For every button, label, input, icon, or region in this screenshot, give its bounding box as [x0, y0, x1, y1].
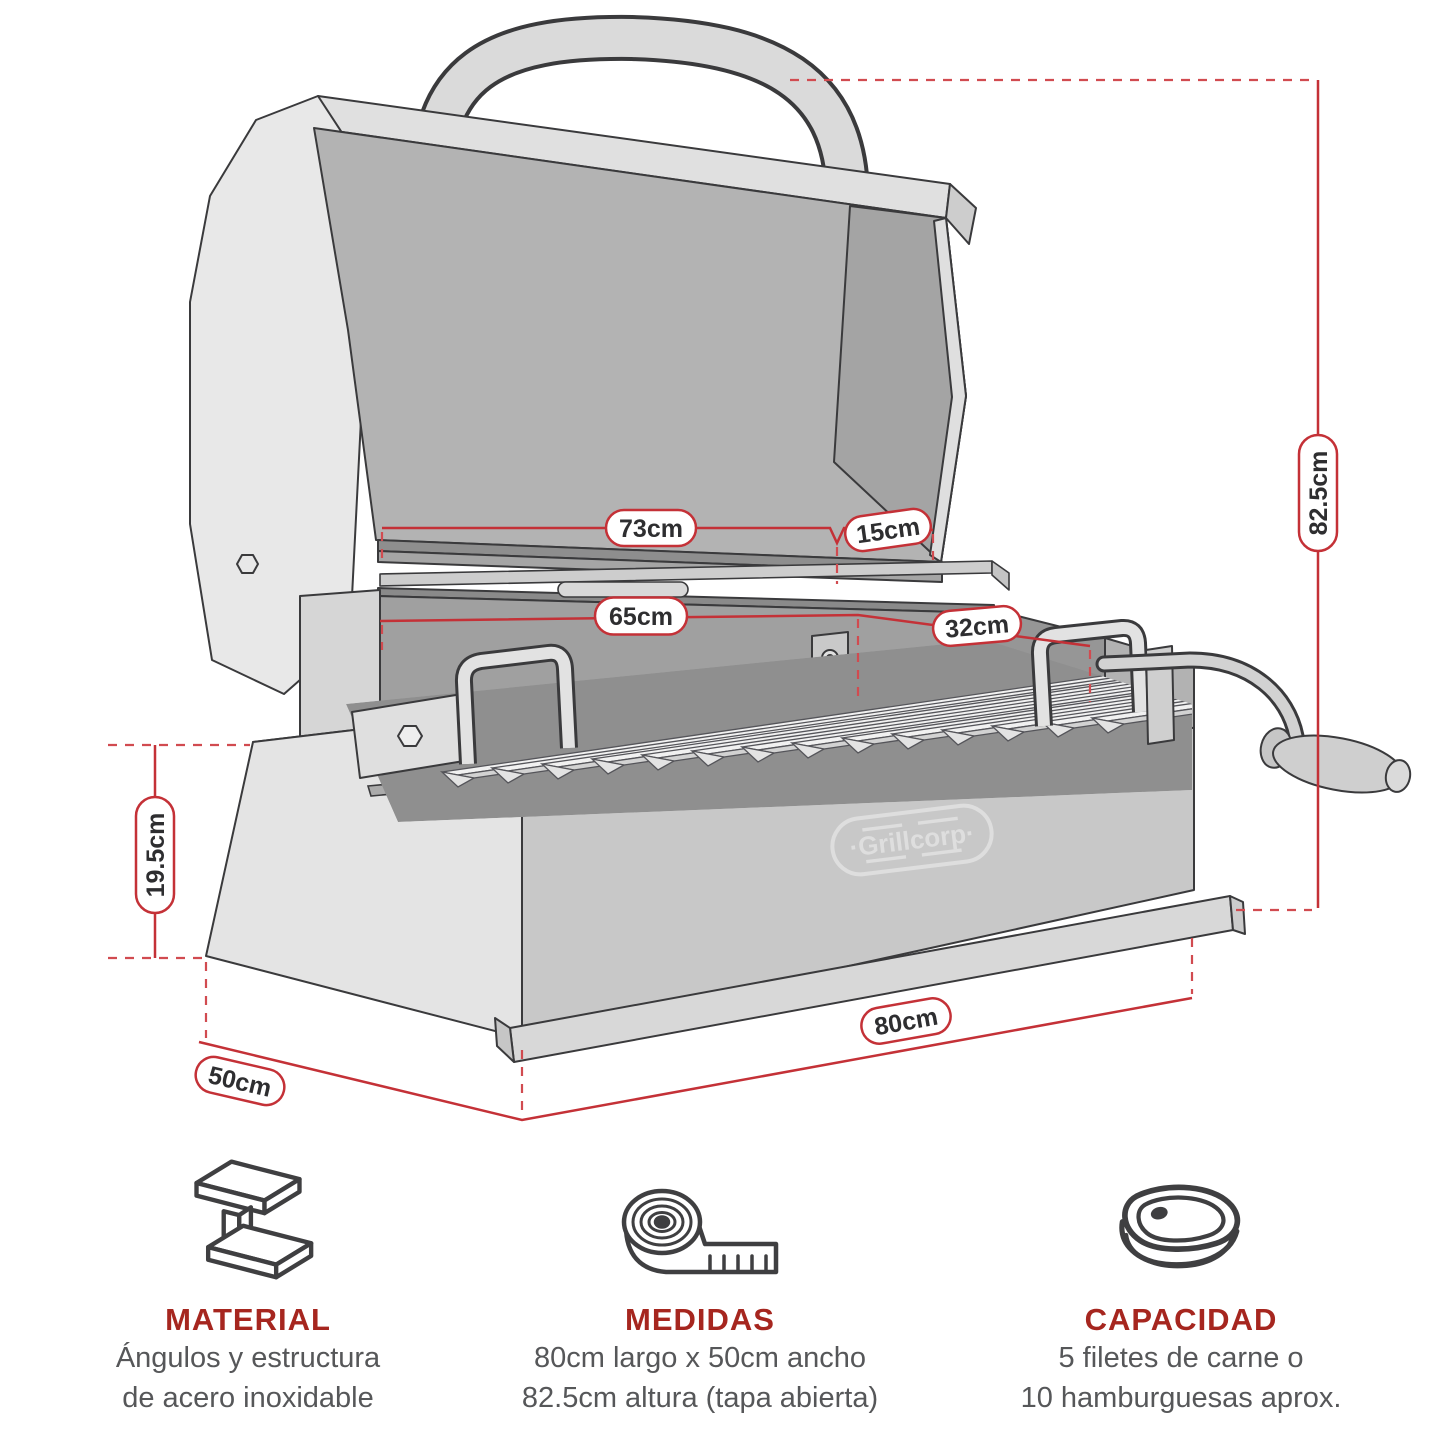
dim-pill-15cm: 15cm	[843, 507, 933, 553]
crank-rod	[1098, 654, 1302, 742]
crank-assembly	[1095, 645, 1412, 794]
spec-medidas: MEDIDAS 80cm largo x 50cm ancho 82.5cm a…	[490, 1146, 910, 1418]
dim-pill-50cm: 50cm	[194, 1055, 286, 1107]
svg-text:32cm: 32cm	[944, 610, 1010, 643]
svg-text:73cm: 73cm	[619, 515, 683, 543]
base-lip-right-cap	[1229, 895, 1246, 935]
spec-capacidad: CAPACIDAD 5 filetes de carne o 10 hambur…	[971, 1146, 1391, 1418]
dim-pill-32cm: 32cm	[931, 604, 1023, 648]
spec-text-line: 10 hamburguesas aprox.	[1020, 1382, 1342, 1414]
crank-plate	[1145, 645, 1175, 745]
rotisserie-bar-hook	[991, 560, 1010, 591]
spec-text-line: 80cm largo x 50cm ancho	[533, 1342, 867, 1374]
left-bracket-bolt	[397, 725, 423, 747]
lid-edge-strip	[929, 217, 967, 563]
svg-text:82.5cm: 82.5cm	[1305, 451, 1333, 536]
spec-sections: MATERIAL Ángulos y estructura de acero i…	[0, 1146, 1445, 1436]
dim-pill-82cm: 82.5cm	[1297, 433, 1339, 553]
dimension-labels: 73cm 15cm 65cm 32cm 82.5cm 19.5cm	[134, 433, 1339, 1107]
dim-pill-19cm: 19.5cm	[134, 795, 176, 915]
badge-line	[866, 855, 907, 864]
grate-hardware	[351, 618, 1150, 779]
rotisserie-slider	[557, 581, 689, 598]
steel-beam-icon	[38, 1146, 458, 1286]
badge-line	[862, 823, 903, 832]
base-lip-left-cap	[494, 1017, 515, 1063]
dim-pill-73cm: 73cm	[604, 508, 698, 548]
spec-title: MEDIDAS	[625, 1302, 775, 1337]
steak-icon	[971, 1146, 1391, 1286]
grate-handle-left	[457, 646, 575, 765]
spec-text-line: 82.5cm altura (tapa abierta)	[521, 1382, 879, 1414]
lid-handle	[412, 18, 866, 217]
dim-pill-80cm: 80cm	[860, 997, 952, 1045]
spec-title: MATERIAL	[165, 1302, 331, 1337]
badge-line	[921, 848, 962, 857]
spec-text-line: Ángulos y estructura	[115, 1342, 381, 1374]
svg-text:19.5cm: 19.5cm	[142, 813, 170, 898]
dimension-dashes	[108, 78, 1312, 1116]
grill-lid	[189, 14, 977, 695]
measuring-tape-icon	[490, 1146, 910, 1286]
dim-pill-65cm: 65cm	[593, 596, 689, 636]
grate-handle-right	[1033, 621, 1147, 727]
badge-outline	[830, 803, 994, 877]
dim-line-50-80	[198, 996, 1193, 1122]
svg-text:65cm: 65cm	[609, 603, 673, 631]
spec-material: MATERIAL Ángulos y estructura de acero i…	[38, 1146, 458, 1418]
spec-text-line: 5 filetes de carne o	[1058, 1342, 1304, 1374]
badge-line	[917, 816, 958, 825]
lid-frame-corner	[945, 183, 977, 245]
lid-bolt	[236, 554, 259, 574]
crank-grip-cap	[1384, 759, 1412, 793]
spec-text-line: de acero inoxidable	[122, 1382, 374, 1414]
spec-title: CAPACIDAD	[1084, 1302, 1278, 1337]
